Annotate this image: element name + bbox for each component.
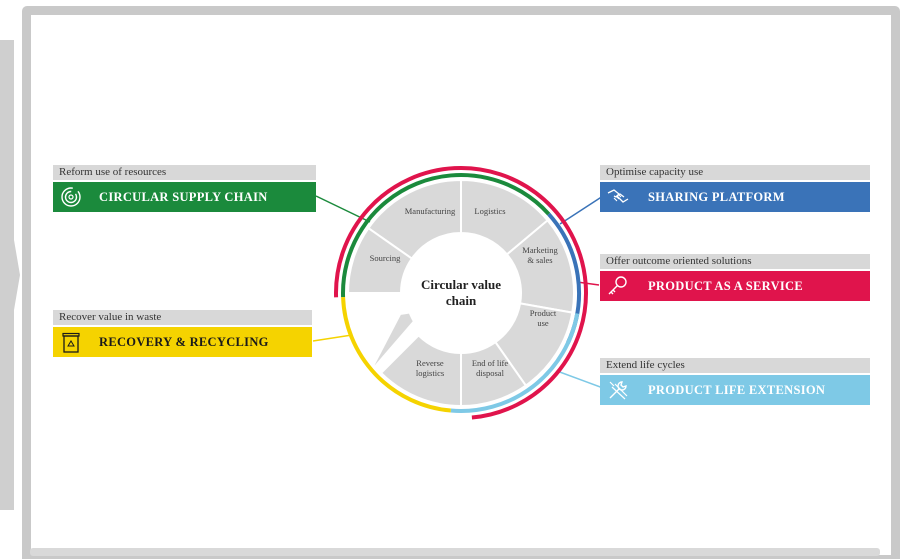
sharing-platform-heading: Optimise capacity use bbox=[600, 165, 870, 180]
product-as-service-label: PRODUCT AS A SERVICE bbox=[648, 279, 804, 293]
product-life-extension-heading: Extend life cycles bbox=[600, 358, 870, 373]
circular-supply-chain-heading: Reform use of resources bbox=[53, 165, 316, 180]
arc-product-as-service bbox=[334, 166, 588, 420]
arc-circular-supply-chain bbox=[341, 173, 551, 298]
circular-supply-chain-bar[interactable]: CIRCULAR SUPPLY CHAIN bbox=[53, 182, 316, 212]
center-title-line1: Circular value bbox=[421, 277, 501, 292]
arc-product-life-extension bbox=[450, 313, 580, 413]
product-life-extension-bar[interactable]: PRODUCT LIFE EXTENSION bbox=[600, 375, 870, 405]
wheel-arrow-tip bbox=[374, 311, 421, 366]
product-as-service-heading: Offer outcome oriented solutions bbox=[600, 254, 870, 269]
circular-supply-chain-label: CIRCULAR SUPPLY CHAIN bbox=[99, 190, 268, 204]
wheel-segment-reverse-logistics bbox=[379, 334, 462, 408]
recycling-bin-icon bbox=[62, 332, 80, 353]
connector-recovery-recycling bbox=[312, 334, 353, 342]
product-as-service-bar[interactable]: PRODUCT AS A SERVICE bbox=[600, 271, 870, 301]
connector-product-life-extension bbox=[556, 370, 604, 389]
connector-product-as-service bbox=[576, 281, 600, 286]
sharing-platform-bar[interactable]: SHARING PLATFORM bbox=[600, 182, 870, 212]
wheel-hub bbox=[405, 237, 517, 349]
tools-icon bbox=[609, 381, 628, 400]
center-title-line2: chain bbox=[446, 293, 477, 308]
segment-label-manufacturing: Manufacturing bbox=[405, 206, 456, 216]
segment-label-sourcing: Sourcing bbox=[370, 253, 401, 263]
recovery-recycling-label: RECOVERY & RECYCLING bbox=[99, 335, 269, 349]
frame-shadow bbox=[30, 548, 880, 556]
recovery-recycling-heading: Recover value in waste bbox=[53, 310, 312, 325]
wheel-segment-sourcing bbox=[346, 226, 414, 294]
arc-recovery-recycling bbox=[341, 297, 451, 413]
segment-label-logistics: Logistics bbox=[474, 206, 505, 216]
key-icon bbox=[608, 276, 627, 295]
previous-slide-chevron bbox=[0, 40, 20, 510]
handshake-icon bbox=[607, 189, 629, 203]
recycle-loop-icon bbox=[61, 187, 81, 207]
segment-label-marketing: Marketing& sales bbox=[522, 245, 558, 265]
product-life-extension-label: PRODUCT LIFE EXTENSION bbox=[648, 383, 826, 397]
connector-sharing-platform bbox=[559, 195, 604, 225]
recovery-recycling-bar[interactable]: RECOVERY & RECYCLING bbox=[53, 327, 312, 357]
sharing-platform-label: SHARING PLATFORM bbox=[648, 190, 785, 204]
